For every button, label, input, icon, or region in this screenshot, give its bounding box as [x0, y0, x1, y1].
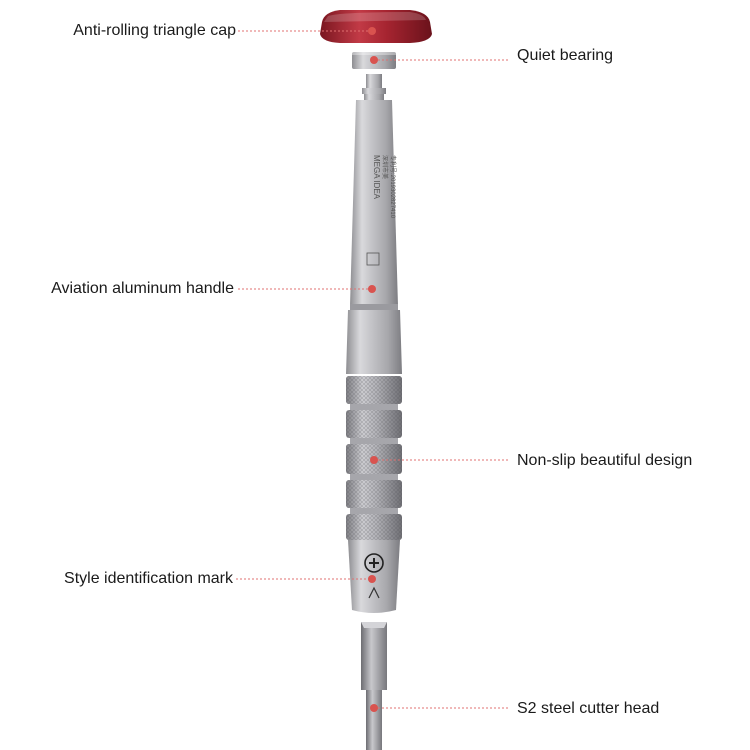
dot-bit	[370, 704, 378, 712]
callout-cap: Anti-rolling triangle cap	[73, 22, 236, 39]
dot-mark	[368, 575, 376, 583]
phillips-mark-icon	[364, 553, 384, 573]
grip-band	[346, 410, 402, 438]
engraving: MEGA IDEA 深圳市美 专利号:2019302827410	[372, 155, 397, 219]
handle-sleeve	[346, 310, 402, 374]
grip-band	[346, 514, 402, 540]
grip-band	[346, 480, 402, 508]
callout-bearing: Quiet bearing	[517, 47, 614, 64]
callout-mark: Style identification mark	[64, 570, 233, 587]
dot-handle	[368, 285, 376, 293]
grip-band	[346, 376, 402, 404]
dot-bearing	[370, 56, 378, 64]
engraving-cn: 深圳市美	[381, 155, 389, 179]
anti-rolling-cap	[320, 10, 432, 43]
dot-cap	[368, 27, 376, 35]
logo-icon	[366, 252, 380, 266]
handle-neck	[362, 74, 386, 100]
s2-steel-bit	[361, 622, 387, 750]
leader-lines	[236, 30, 510, 709]
arrow-mark-icon	[368, 586, 380, 599]
callout-grip: Non-slip beautiful design	[517, 452, 693, 469]
aviation-aluminum-handle: MEGA IDEA 深圳市美 专利号:2019302827410	[350, 100, 398, 310]
engraving-patent: 专利号:2019302827410	[389, 155, 397, 219]
callout-bit: S2 steel cutter head	[517, 700, 660, 717]
callout-handle: Aviation aluminum handle	[51, 280, 234, 297]
engraving-brand: MEGA IDEA	[372, 155, 381, 200]
dot-grip	[370, 456, 378, 464]
callout-dots	[368, 27, 378, 712]
